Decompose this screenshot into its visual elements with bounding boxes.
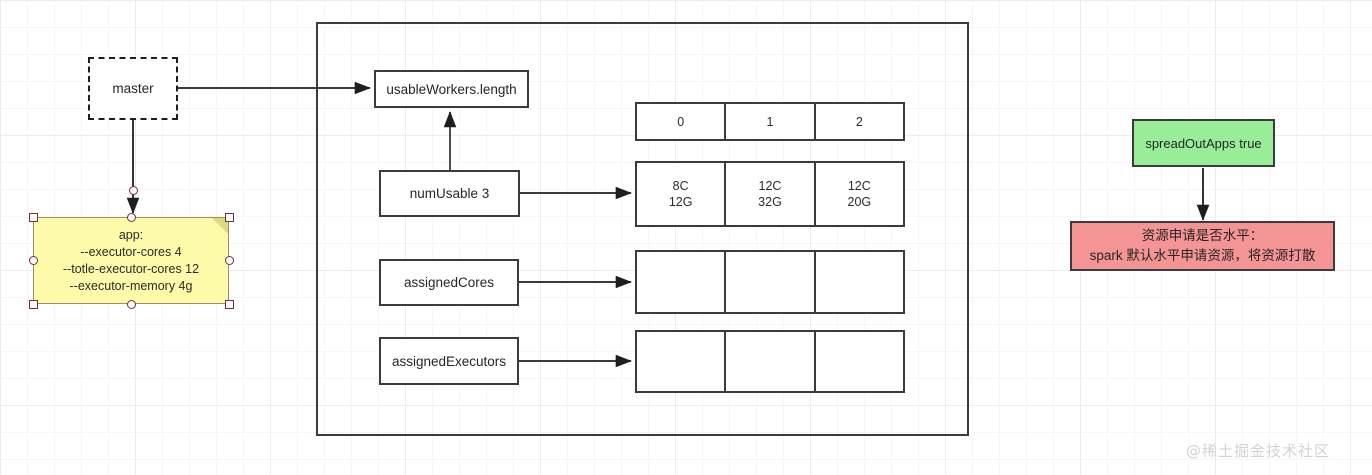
node-master[interactable]: master [88,57,178,120]
node-numusable[interactable]: numUsable 3 [379,170,520,217]
selection-handle-ne[interactable] [225,213,234,222]
selection-handle-w[interactable] [29,256,38,265]
node-assignedexecutors-label: assignedExecutors [391,353,507,369]
assigned-cores-cell-0[interactable] [634,250,727,314]
node-spreadoutapps-label: spreadOutApps true [1145,135,1262,151]
resource-cell-2[interactable]: 12C 20G [813,161,906,227]
node-assignedcores-label: assignedCores [403,275,495,290]
index-cell-1[interactable]: 1 [724,102,816,141]
watermark: @稀土掘金技术社区 [1186,442,1331,460]
node-assignedcores[interactable]: assignedCores [379,259,519,306]
resource-cell-1[interactable]: 12C 32G [724,161,816,227]
node-numusable-label: numUsable 3 [409,186,490,201]
index-cell-0[interactable]: 0 [634,102,727,141]
node-app-note[interactable]: app: --executor-cores 4 --totle-executor… [33,217,229,304]
selection-handle-se[interactable] [225,300,234,309]
note-fold-icon [212,218,228,234]
worker-index-row: 0 1 2 [634,102,906,141]
node-assignedexecutors[interactable]: assignedExecutors [379,337,519,385]
resource-cell-0[interactable]: 8C 12G [634,161,727,227]
selection-handle-n[interactable] [127,213,136,222]
selection-handle-nw[interactable] [29,213,38,222]
node-resource-note[interactable]: 资源申请是否水平： spark 默认水平申请资源，将资源打散 [1070,221,1335,271]
assigned-executors-row [634,330,906,393]
table-row: 8C 12G 12C 32G 12C 20G [634,161,906,227]
table-row [634,250,906,314]
selection-handle-sw[interactable] [29,300,38,309]
node-resource-note-label: 资源申请是否水平： spark 默认水平申请资源，将资源打散 [1089,228,1316,263]
node-spreadoutapps[interactable]: spreadOutApps true [1132,119,1275,167]
table-row [634,330,906,393]
assigned-executors-cell-0[interactable] [634,330,727,393]
selection-handle-s[interactable] [127,300,136,309]
node-usableworkers-length[interactable]: usableWorkers.length [374,70,529,108]
table-row: 0 1 2 [634,102,906,141]
node-master-label: master [112,81,154,96]
assigned-executors-cell-2[interactable] [813,330,906,393]
node-usableworkers-length-label: usableWorkers.length [386,81,517,97]
edge-endpoint-handle[interactable] [129,186,138,195]
assigned-cores-row [634,250,906,314]
assigned-cores-cell-2[interactable] [813,250,906,314]
worker-resource-row: 8C 12G 12C 32G 12C 20G [634,161,906,227]
assigned-cores-cell-1[interactable] [724,250,816,314]
selection-handle-e[interactable] [225,256,234,265]
assigned-executors-cell-1[interactable] [724,330,816,393]
node-app-note-label: app: --executor-cores 4 --totle-executor… [62,227,200,293]
index-cell-2[interactable]: 2 [813,102,906,141]
scheduler-container [316,22,969,436]
